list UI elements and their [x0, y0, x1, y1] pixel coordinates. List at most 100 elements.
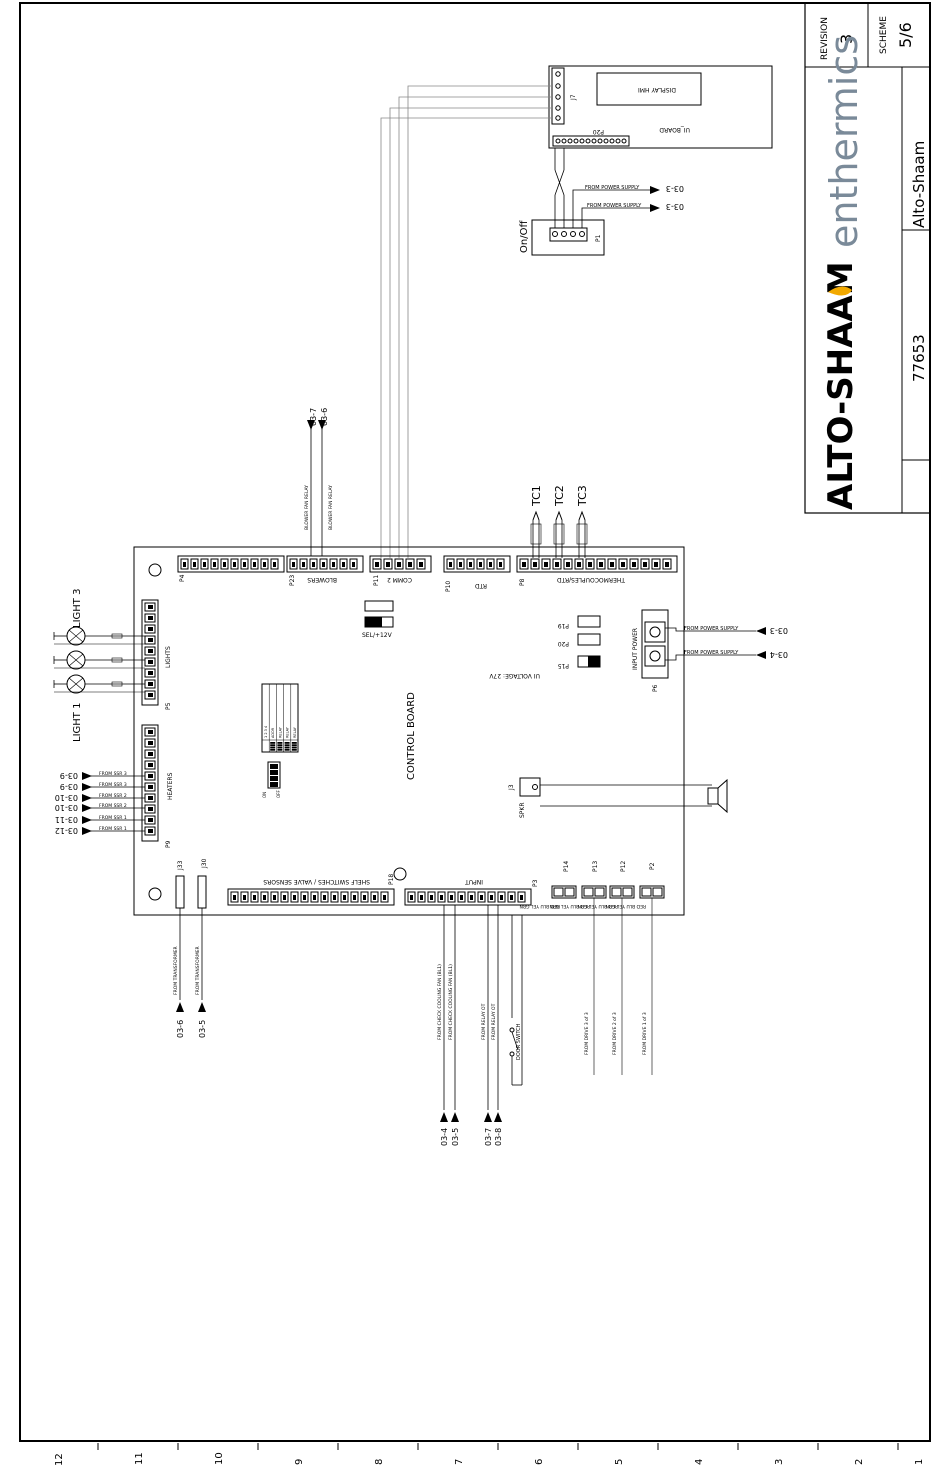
feed-arrow-icon — [82, 804, 92, 812]
dip-off-label: OFF — [276, 790, 281, 798]
j30-connector — [197, 875, 207, 909]
drive-label: FROM DRIVE 3 of 3 — [584, 1012, 590, 1055]
drive-pins-12: RED BLU YEL GRN — [578, 903, 618, 909]
alto-shaam-logo: ALTO-SHAAM — [821, 261, 861, 510]
power-feed-label: FROM POWER SUPPLY — [684, 650, 739, 656]
ruler-label: 7 — [454, 1459, 465, 1465]
dip-table-row: 1 2 3 4 — [264, 725, 268, 738]
control-board: CONTROL BOARD SEL/+12V P19 P20 P15 UI VO… — [133, 546, 685, 916]
on-off-switch: On/Off P1 — [519, 219, 605, 256]
spkr-label: SPKR — [519, 802, 526, 818]
thermocouples-label: THERMOCOUPLES/RTD — [557, 576, 626, 583]
p9-label: P9 — [165, 840, 172, 848]
feed-arrow-icon — [82, 816, 92, 824]
blowers-label: BLOWERS — [307, 576, 337, 583]
company-name: Alto-Shaam — [910, 141, 928, 228]
dip-table-row: RELAY — [286, 726, 290, 738]
transformer-ref: 03-5 — [198, 1020, 207, 1038]
drive-label: FROM DRIVE 1 of 3 — [642, 1012, 648, 1055]
enthermics-swoosh-icon — [828, 286, 852, 296]
input-feed-label: FROM RELAY OT — [491, 1003, 497, 1040]
heaters-label: HEATERS — [167, 772, 174, 800]
door-switch: DOOR SWITCH — [509, 915, 523, 1086]
power-feed-ref: 03-3 — [770, 626, 788, 635]
p20-label: P20 — [558, 640, 569, 647]
ruler-label: 6 — [534, 1459, 545, 1465]
dip-on-label: ON — [262, 792, 267, 798]
blower-relay-label-2: BLOWER FAN RELAY — [328, 485, 334, 530]
input-feed-ref: 03-4 — [440, 1128, 449, 1146]
input-feed-label: FROM CHECK COOLING FAN (BL1) — [437, 964, 443, 1040]
blower-ref-2: 03-6 — [320, 408, 329, 426]
p11-label: P11 — [373, 575, 380, 586]
blower-relay-label-1: BLOWER FAN RELAY — [304, 485, 310, 530]
scheme-label: SCHEME — [879, 16, 889, 54]
speaker-icon — [707, 787, 719, 805]
door-switch-label: DOOR SWITCH — [516, 1023, 522, 1060]
input-feed-ref: 03-5 — [451, 1128, 460, 1146]
input-arrow-icon — [494, 1112, 502, 1122]
input-arrow-icon — [451, 1112, 459, 1122]
transformer-arrow-icon — [198, 1002, 206, 1012]
hmi-ps-label-2: FROM POWER SUPPLY — [587, 203, 642, 209]
blower-ref-1: 03-7 — [309, 408, 318, 426]
input-arrow-icon — [440, 1112, 448, 1122]
ui-board-label: UI_BOARD — [659, 126, 690, 133]
p5-label: P5 — [165, 702, 172, 710]
drive-pins-13: RED BLU YEL GRN — [550, 903, 590, 909]
p18-label: P18 — [388, 874, 395, 885]
comm2-label: COMM 2 — [387, 576, 412, 583]
revision-value: 3 — [837, 34, 856, 44]
transformer-ref: 03-6 — [176, 1020, 185, 1038]
ruler-label: 2 — [854, 1459, 865, 1465]
dip-table-row: ADDR — [271, 727, 275, 738]
rtd-label: RTD — [475, 582, 487, 589]
p4-connector — [177, 555, 285, 573]
power-arrow-icon — [756, 651, 766, 659]
p8-label: P8 — [519, 578, 526, 586]
drawing-frame — [19, 2, 931, 1442]
feed-arrow-icon — [82, 783, 92, 791]
p18-shelf-connector — [227, 888, 395, 906]
j33-connector — [175, 875, 185, 909]
hmi-ps-label-1: FROM POWER SUPPLY — [585, 185, 640, 191]
p9-heaters-connector — [141, 724, 159, 842]
ruler-label: 4 — [694, 1459, 705, 1465]
heater-feed-label: FROM SSR 1 — [99, 826, 127, 832]
enthermics-logo: enthermics — [822, 35, 866, 248]
scheme-value: 5/6 — [896, 22, 915, 48]
p13-label: P13 — [592, 861, 599, 872]
transformer-label: FROM TRANSFORMER — [173, 946, 179, 995]
input-feed-ref: 03-8 — [494, 1128, 503, 1146]
heater-feed-ref: 03-12 — [55, 826, 78, 835]
input-feed-label: FROM RELAY OT — [481, 1003, 487, 1040]
ruler-label: 11 — [134, 1452, 145, 1465]
input-feed-ref: 03-7 — [484, 1128, 493, 1146]
input-arrow-icon — [484, 1112, 492, 1122]
hmi-ps-ref-1: 03-3 — [666, 184, 684, 193]
tc-label: TC2 — [553, 485, 566, 507]
transformer-label: FROM TRANSFORMER — [195, 946, 201, 995]
on-off-label: On/Off — [519, 220, 530, 253]
p8-thermocouple-connector — [516, 555, 678, 573]
p6-label: P6 — [652, 684, 659, 692]
heater-feed-label: FROM SSR 1 — [99, 815, 127, 821]
sel-12v-label: SEL/+12V — [362, 632, 393, 639]
on-off-wiring — [554, 148, 650, 228]
tc-label: TC3 — [576, 485, 589, 507]
j3-label: J3 — [508, 784, 515, 791]
feed-arrow-icon — [82, 772, 92, 780]
transformer-arrow-icon — [176, 1002, 184, 1012]
p20-hmi-label: P20 — [593, 128, 604, 135]
p23-label: P23 — [289, 575, 296, 586]
lights-label: LIGHTS — [165, 646, 172, 668]
blower-relay-wiring: BLOWER FAN RELAY BLOWER FAN RELAY 03-7 0… — [304, 408, 334, 556]
ruler-label: 1 — [914, 1459, 925, 1465]
speaker: J3 SPKR — [508, 777, 728, 818]
input-label: INPUT — [465, 878, 483, 885]
ruler-label: 3 — [774, 1459, 785, 1465]
feed-arrow-icon — [82, 827, 92, 835]
j7-label: J7 — [570, 94, 577, 101]
